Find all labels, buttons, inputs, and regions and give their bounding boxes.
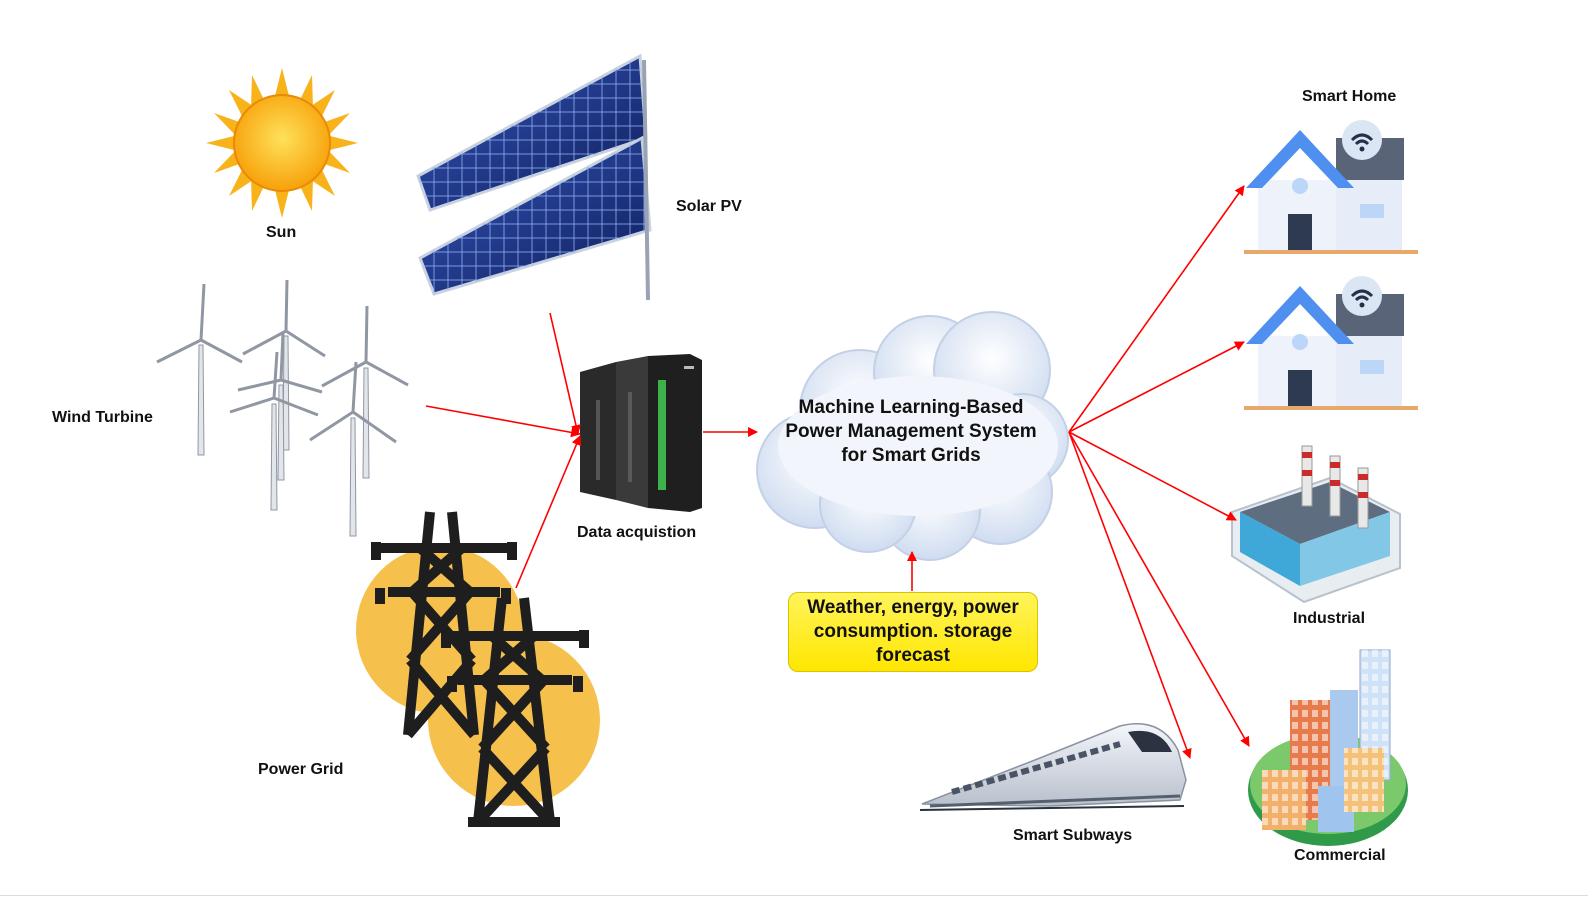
cloud-shape [756, 311, 1069, 561]
solar-pv-icon [416, 53, 652, 301]
train-icon [919, 722, 1187, 811]
power-grid-icon [356, 511, 600, 827]
arrow-wind-to-data [425, 405, 581, 438]
label-industrial: Industrial [1293, 610, 1366, 627]
arrow-cloud-to-industrial [1068, 431, 1237, 521]
cloud-title-line3: for Smart Grids [841, 445, 981, 466]
smart-home-icon [1244, 120, 1418, 254]
forecast-box: Weather, energy, power consumption. stor… [788, 592, 1038, 672]
server-rack-icon [580, 354, 702, 512]
label-data-acquisition: Data acquistion [577, 524, 697, 541]
arrows-layer [425, 185, 1250, 759]
wind-turbines-icon [156, 279, 409, 537]
factory-icon [1231, 445, 1401, 604]
arrow-solar-to-data [549, 312, 581, 435]
cloud-title-line2: Power Management System [785, 421, 1037, 442]
cloud-title-line1: Machine Learning-Based [798, 397, 1024, 418]
sun-icon [206, 68, 358, 218]
label-commercial: Commercial [1294, 847, 1386, 864]
arrow-cloud-to-home1 [1068, 185, 1245, 433]
forecast-line2: consumption. storage [813, 621, 1013, 642]
bottom-divider [0, 895, 1588, 896]
commercial-buildings-icon [1248, 649, 1408, 846]
smart-home-icon [1244, 276, 1418, 410]
forecast-line1: Weather, energy, power [807, 597, 1019, 618]
label-sun: Sun [266, 224, 297, 241]
arrow-cloud-to-home2 [1068, 341, 1245, 433]
arrow-grid-to-data [515, 435, 582, 589]
label-smart-subways: Smart Subways [1013, 827, 1133, 844]
label-solar-pv: Solar PV [676, 198, 742, 215]
label-smart-home: Smart Home [1302, 88, 1397, 105]
cloud-title: Machine Learning-Based Power Management … [770, 396, 1052, 468]
label-wind-turbine: Wind Turbine [52, 409, 153, 426]
label-power-grid: Power Grid [258, 761, 344, 778]
arrow-cloud-to-commercial [1068, 431, 1250, 747]
forecast-line3: forecast [876, 645, 950, 666]
arrow-cloud-to-subway [1068, 431, 1192, 759]
